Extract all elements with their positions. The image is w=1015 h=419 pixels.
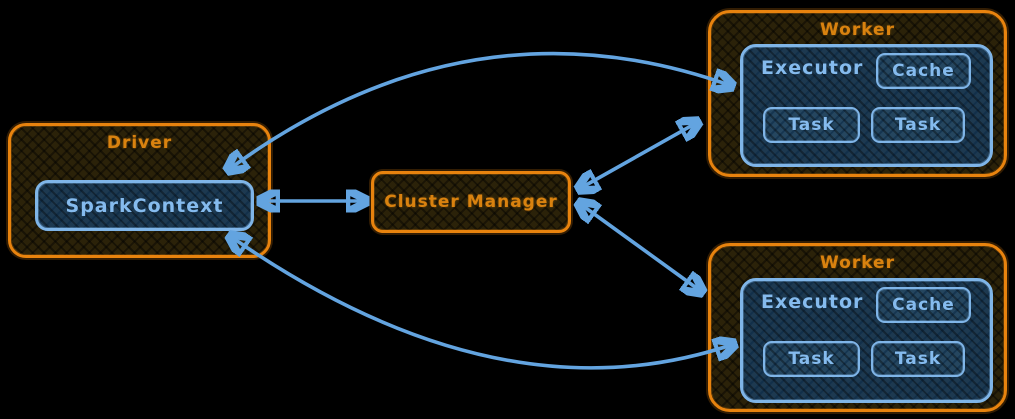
worker-top-task-2-label: Task (894, 115, 942, 135)
worker-bottom-task-1-node: Task (763, 341, 860, 377)
spark-context-node: SparkContext (35, 180, 254, 231)
worker-bottom-executor-node: Executor Cache Task Task (740, 278, 993, 403)
spark-context-label: SparkContext (65, 194, 224, 217)
driver-title: Driver (106, 133, 173, 153)
worker-top-task-1-node: Task (763, 107, 860, 143)
worker-top-executor-label: Executor (761, 57, 864, 79)
worker-bottom-node: Worker Executor Cache Task Task (708, 243, 1007, 412)
worker-bottom-task-1-label: Task (788, 349, 835, 369)
worker-top-executor-node: Executor Cache Task Task (740, 44, 993, 167)
worker-top-node: Worker Executor Cache Task Task (708, 10, 1007, 177)
worker-bottom-cache-node: Cache (876, 287, 971, 323)
cluster-manager-node: Cluster Manager (371, 171, 571, 233)
cluster-manager-title: Cluster Manager (384, 192, 558, 212)
worker-top-task-2-node: Task (871, 107, 965, 143)
worker-bottom-title: Worker (820, 253, 895, 273)
worker-bottom-task-2-label: Task (894, 349, 942, 369)
arrow-sparkcontext-worker-top (228, 51, 732, 170)
worker-bottom-cache-label: Cache (892, 295, 955, 315)
arrow-cluster-manager-worker-top (579, 122, 698, 189)
arrow-cluster-manager-worker-bottom (579, 203, 702, 292)
worker-top-task-1-label: Task (788, 115, 835, 135)
worker-top-title: Worker (820, 20, 895, 40)
driver-node: Driver SparkContext (8, 123, 271, 258)
worker-top-cache-label: Cache (892, 61, 955, 81)
worker-bottom-executor-label: Executor (761, 291, 864, 313)
arrow-sparkcontext-worker-bottom (230, 236, 734, 370)
worker-bottom-task-2-node: Task (871, 341, 965, 377)
worker-top-cache-node: Cache (876, 53, 971, 89)
